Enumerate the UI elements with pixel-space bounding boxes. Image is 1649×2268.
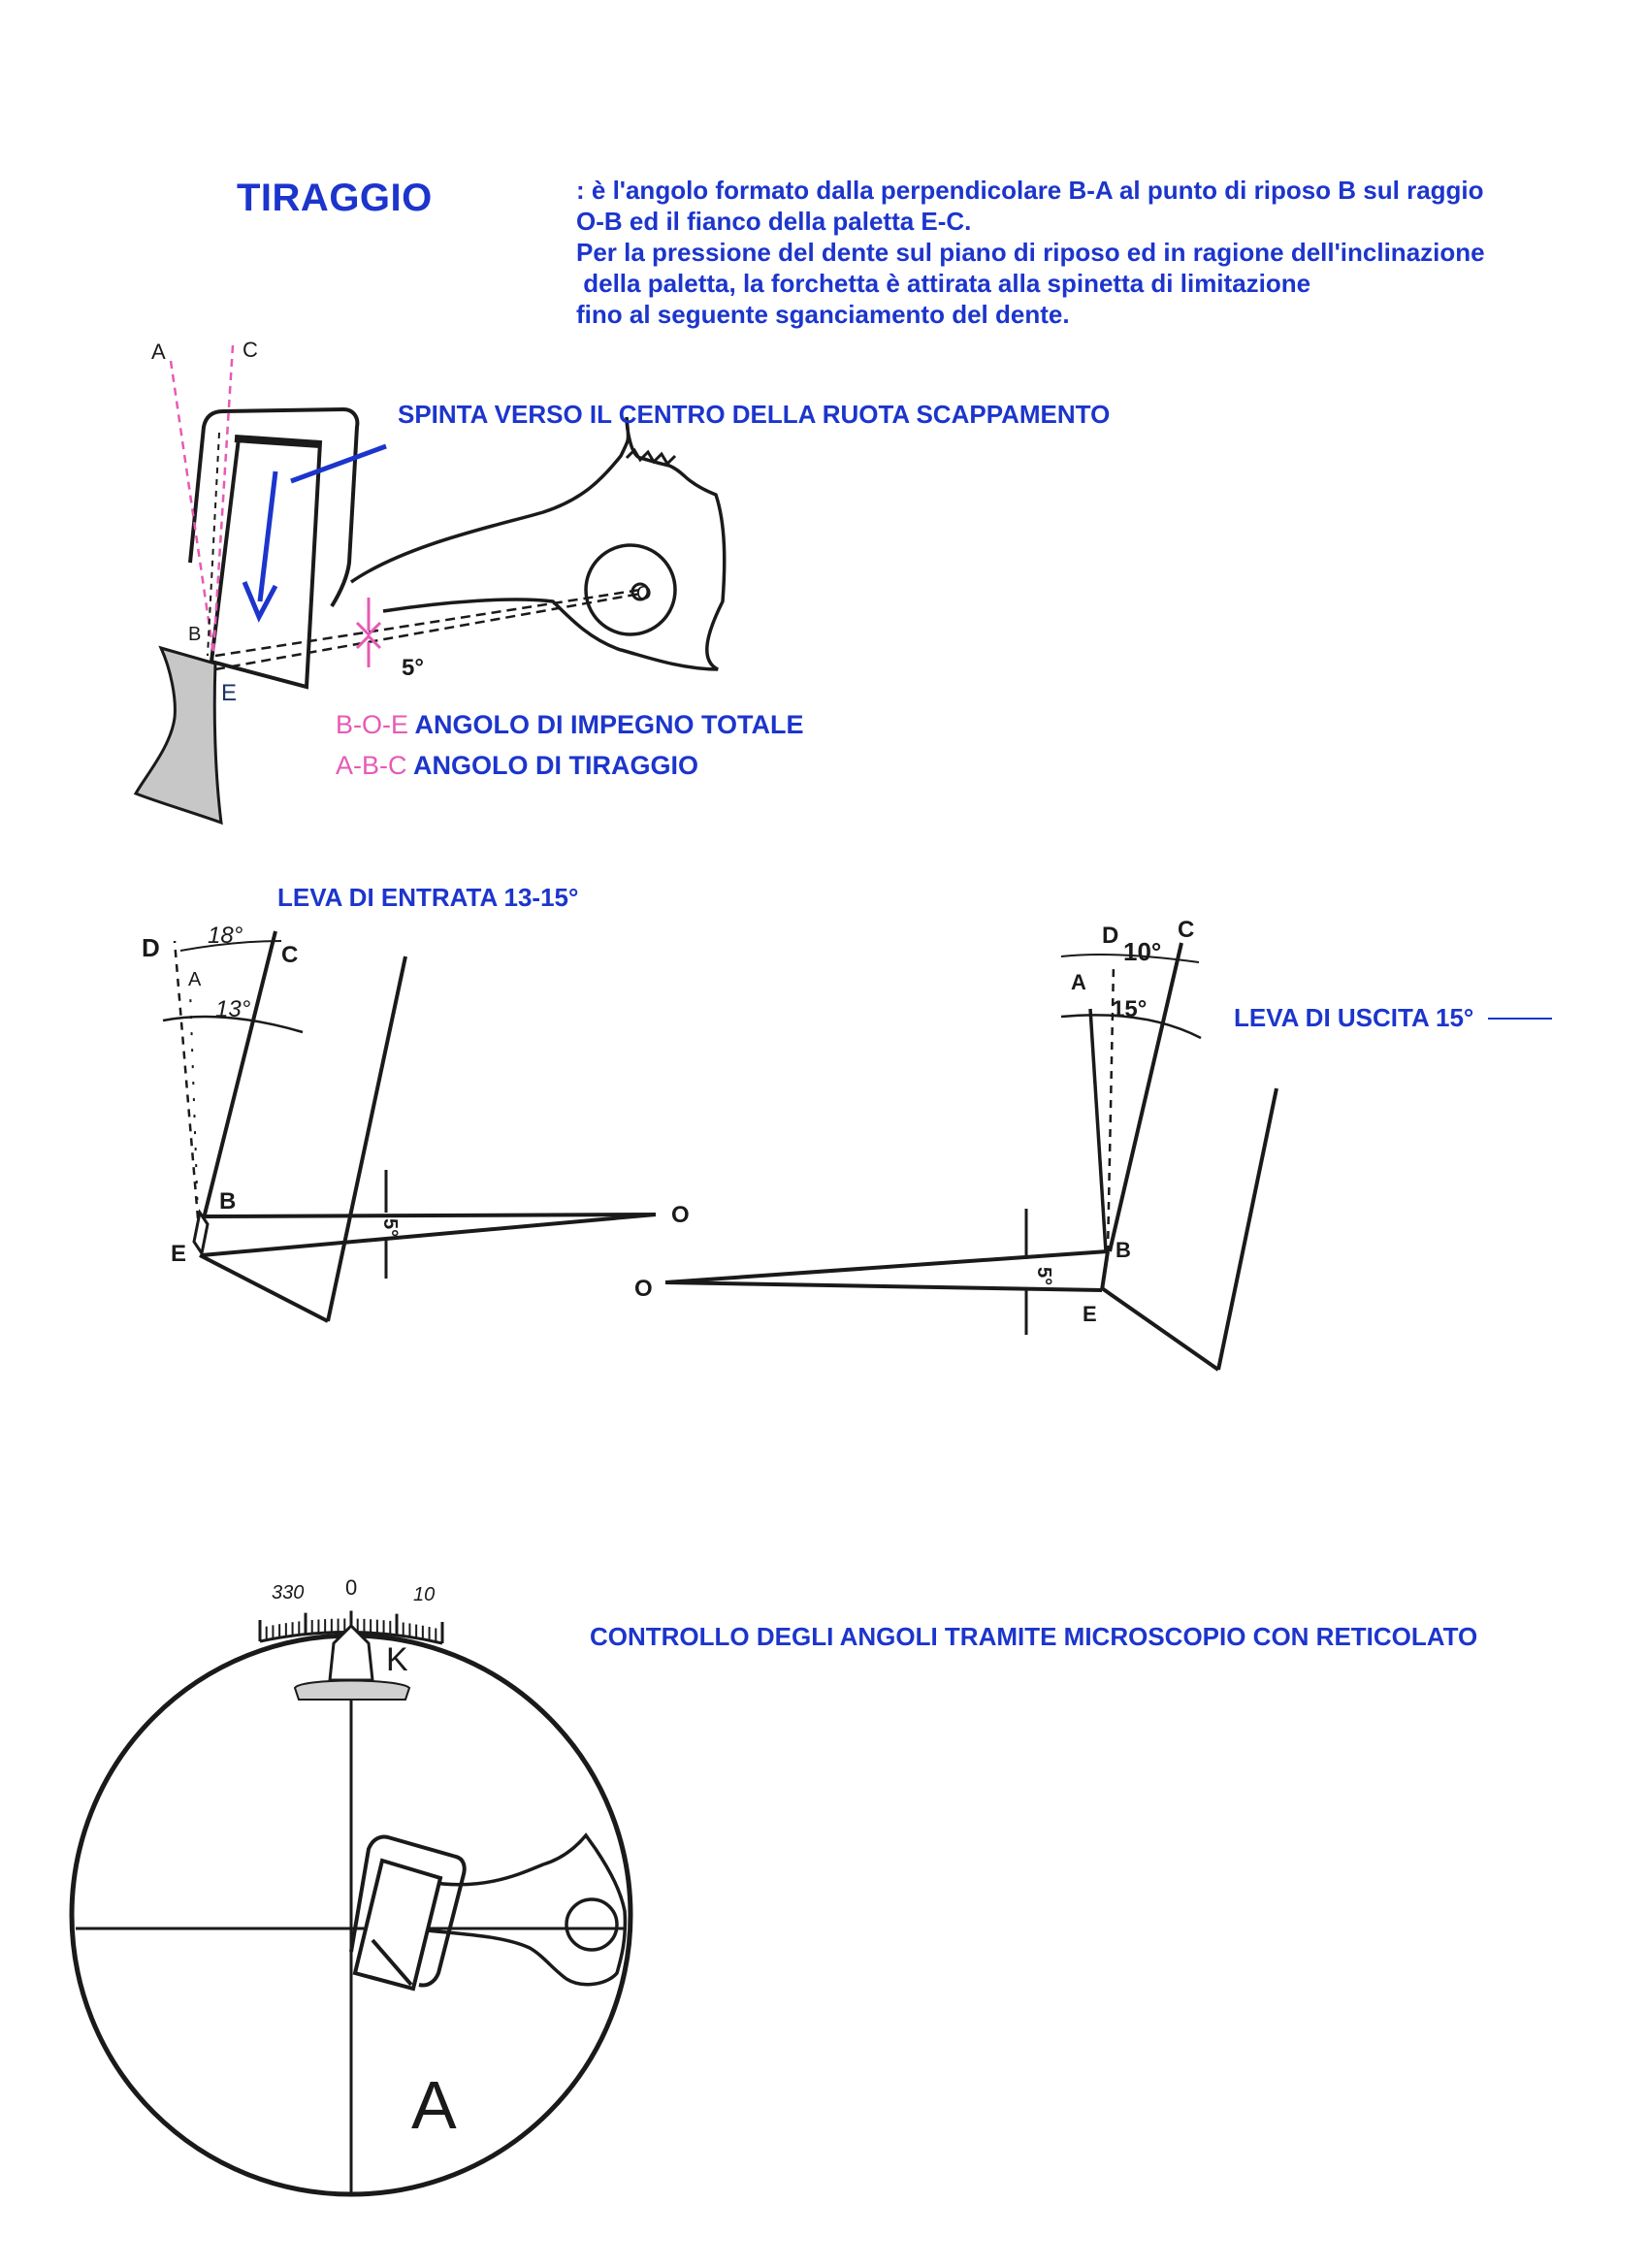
legend-text: ANGOLO DI TIRAGGIO xyxy=(413,751,698,780)
definition-line: fino al seguente sganciamento del dente. xyxy=(576,300,1070,329)
legend-code: A-B-C xyxy=(336,751,407,780)
figure-entry-lever: D 18° C A 13° B E O 5° xyxy=(142,923,690,1323)
label-angle-ac: 15° xyxy=(1112,996,1147,1022)
line-bd xyxy=(173,940,200,1219)
pallet-frame xyxy=(188,406,360,608)
arc-dc xyxy=(1060,954,1200,963)
pointer xyxy=(328,1623,374,1682)
reticle-letter: A xyxy=(411,2067,457,2143)
arc-dc xyxy=(179,940,282,952)
line-pallet-right xyxy=(1216,1087,1278,1371)
pallet-stone-top xyxy=(234,435,321,448)
pointer-base xyxy=(293,1679,411,1701)
scale-label-right: 10 xyxy=(413,1584,435,1605)
line-bc xyxy=(202,930,277,1219)
label-e: E xyxy=(171,1241,186,1267)
label-o: O xyxy=(671,1202,690,1228)
lever-arm xyxy=(350,416,727,671)
line-flank-e xyxy=(207,432,220,657)
legend-code: B-O-E xyxy=(336,710,409,739)
arc-ac xyxy=(162,1015,304,1034)
exit-lever-label: LEVA DI USCITA 15° xyxy=(1234,1003,1473,1032)
line-ob xyxy=(664,1249,1109,1284)
definition-text: : è l'angolo formato dalla perpendicolar… xyxy=(576,175,1604,330)
definition-line: O-B ed il fianco della paletta E-C. xyxy=(576,207,972,236)
label-b: B xyxy=(219,1188,236,1215)
inner-tooth-flank xyxy=(371,1938,413,1987)
figure-microscope-reticle: 330 0 10 K A xyxy=(69,1575,633,2197)
legend-text: ANGOLO DI IMPEGNO TOTALE xyxy=(414,710,804,739)
label-d: D xyxy=(142,933,160,962)
pivot-circle xyxy=(584,543,677,636)
line-bc xyxy=(211,344,235,655)
line-oe xyxy=(214,592,641,671)
figure-pallet-fork: O A C B E xyxy=(133,338,727,826)
definition-line: della paletta, la forchetta è attirata a… xyxy=(576,269,1311,298)
line-ba xyxy=(169,360,215,655)
page-title: TIRAGGIO xyxy=(237,177,433,219)
line-eb xyxy=(1100,1250,1110,1291)
scale-label-zero: 0 xyxy=(345,1575,357,1600)
entry-lever-label: LEVA DI ENTRATA 13-15° xyxy=(277,883,578,912)
thrust-label: SPINTA VERSO IL CENTRO DELLA RUOTA SCAPP… xyxy=(398,400,1110,429)
label-e: E xyxy=(221,680,237,706)
label-b: B xyxy=(1116,1238,1131,1262)
label-angle-ac: 13° xyxy=(215,996,251,1022)
label-a: A xyxy=(1071,970,1086,994)
line-pallet-base xyxy=(199,1253,329,1323)
legend-impegno: B-O-E ANGOLO DI IMPEGNO TOTALE xyxy=(336,710,804,740)
line-bc xyxy=(1108,942,1183,1252)
line-pallet-right xyxy=(326,956,407,1322)
label-d: D xyxy=(1102,923,1118,949)
inner-pallet-stone xyxy=(352,1858,443,1992)
angle-label: 5° xyxy=(402,655,424,681)
line-pallet-base xyxy=(1100,1286,1220,1372)
label-angle-dc: 18° xyxy=(208,923,243,949)
scale-ticks xyxy=(258,1610,444,1643)
thrust-arrow-shaft xyxy=(257,470,278,602)
label-angle-oe: 5° xyxy=(1033,1267,1054,1285)
figure-exit-lever: D 10° C A 15° B E O 5° xyxy=(634,917,1278,1372)
microscope-caption: CONTROLLO DEGLI ANGOLI TRAMITE MICROSCOP… xyxy=(590,1622,1477,1651)
inner-lever xyxy=(426,1832,628,1987)
line-ba xyxy=(1088,1008,1108,1252)
definition-line: Per la pressione del dente sul piano di … xyxy=(576,238,1485,267)
line-oe xyxy=(201,1213,657,1257)
label-c: C xyxy=(281,942,298,968)
label-a: A xyxy=(151,340,166,364)
scale-label-left: 330 xyxy=(272,1582,304,1604)
label-c: C xyxy=(242,338,258,362)
label-a: A xyxy=(188,969,202,990)
label-c: C xyxy=(1178,917,1194,943)
escape-tooth xyxy=(133,645,223,826)
label-o: O xyxy=(634,1276,653,1302)
line-ob xyxy=(214,588,641,658)
tooth-tip xyxy=(192,1209,210,1257)
inner-pallet-frame xyxy=(349,1834,467,1988)
label-angle-dc: 10° xyxy=(1123,937,1161,966)
thrust-line xyxy=(290,443,387,484)
pointer-label: K xyxy=(386,1641,408,1678)
legend-tiraggio: A-B-C ANGOLO DI TIRAGGIO xyxy=(336,751,698,781)
definition-line: : è l'angolo formato dalla perpendicolar… xyxy=(576,176,1484,205)
angle-marker-bottom-head xyxy=(355,633,382,650)
arc-ac xyxy=(1060,1014,1202,1040)
thrust-arrow-head xyxy=(242,581,278,623)
lever-notches xyxy=(625,447,677,467)
label-e: E xyxy=(1083,1302,1097,1326)
line-oe xyxy=(664,1280,1103,1292)
inner-pivot xyxy=(565,1897,619,1952)
line-bd xyxy=(1106,963,1116,1254)
label-o: O xyxy=(636,583,652,604)
label-b: B xyxy=(188,624,201,645)
label-angle-oe: 5° xyxy=(379,1218,401,1237)
line-ob xyxy=(205,1213,657,1218)
